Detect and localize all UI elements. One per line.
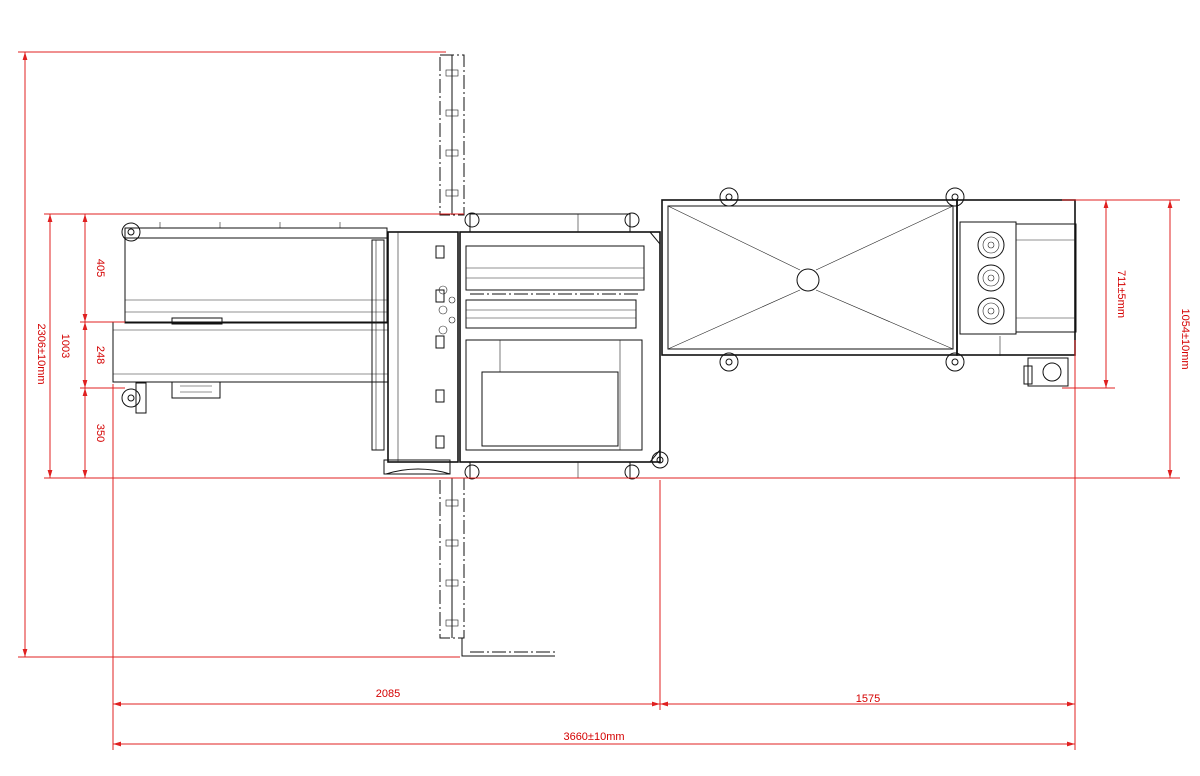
dim-left-width: 2085 <box>376 688 400 700</box>
machine-outline <box>112 54 1077 657</box>
dim-right-inner-height: 711±5mm <box>1115 270 1127 318</box>
fan-icon <box>977 264 1005 292</box>
right-table <box>661 187 965 372</box>
fan-icon <box>977 231 1005 259</box>
left-conveyor <box>112 222 389 451</box>
fan-icon <box>977 297 1005 325</box>
dim-right-width: 1575 <box>856 693 880 705</box>
dim-left-height: 1003 <box>59 334 71 358</box>
dim-seg-top: 405 <box>94 259 106 277</box>
dim-right-outer-height: 1054±10mm <box>1179 308 1191 369</box>
wrapping-station <box>459 212 669 480</box>
central-housing <box>383 231 459 475</box>
dim-total-height: 2306±10mm <box>35 323 47 384</box>
dim-seg-mid: 248 <box>94 346 106 364</box>
fan-module <box>956 199 1077 387</box>
dim-seg-bottom: 350 <box>94 424 106 442</box>
dim-total-width: 3660±10mm <box>563 731 624 743</box>
dimensions: 2306±10mm 1003 405 248 350 711±5mm 1054±… <box>18 51 1191 750</box>
